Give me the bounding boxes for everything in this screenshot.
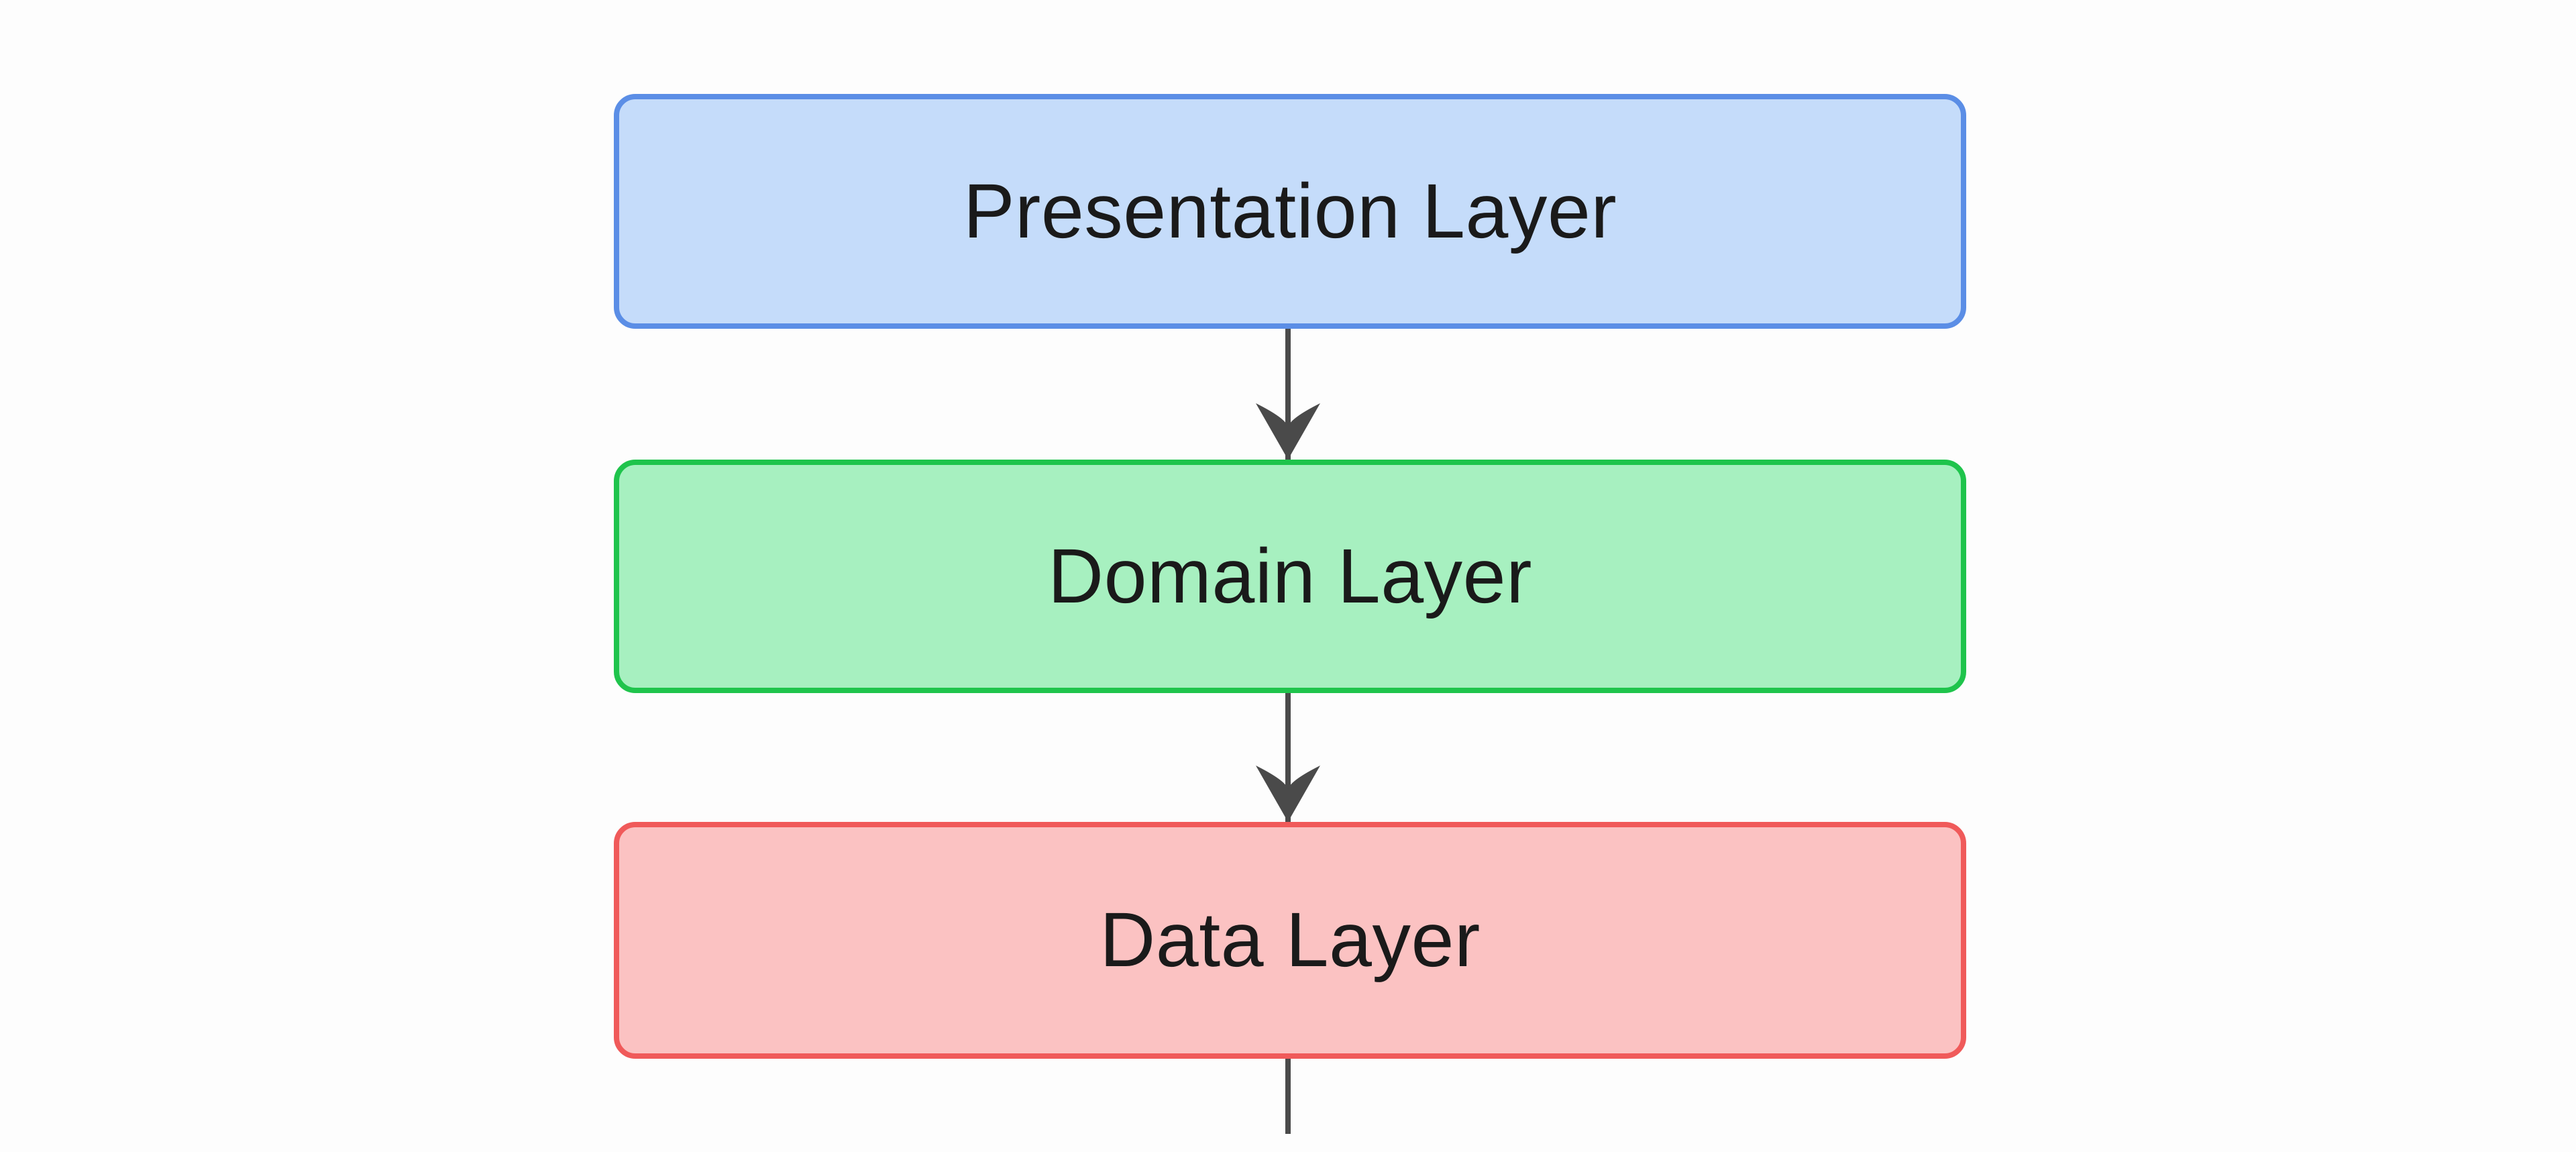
node-label-presentation-layer: Presentation Layer: [963, 168, 1617, 254]
node-data-layer[interactable]: Data Layer: [614, 822, 1966, 1059]
node-domain-layer[interactable]: Domain Layer: [614, 460, 1966, 693]
arrowhead-down-icon: [1256, 403, 1320, 460]
arrowhead-down-icon: [1256, 766, 1320, 822]
node-presentation-layer[interactable]: Presentation Layer: [614, 94, 1966, 329]
node-label-domain-layer: Domain Layer: [1048, 533, 1532, 619]
node-label-data-layer: Data Layer: [1099, 897, 1481, 983]
